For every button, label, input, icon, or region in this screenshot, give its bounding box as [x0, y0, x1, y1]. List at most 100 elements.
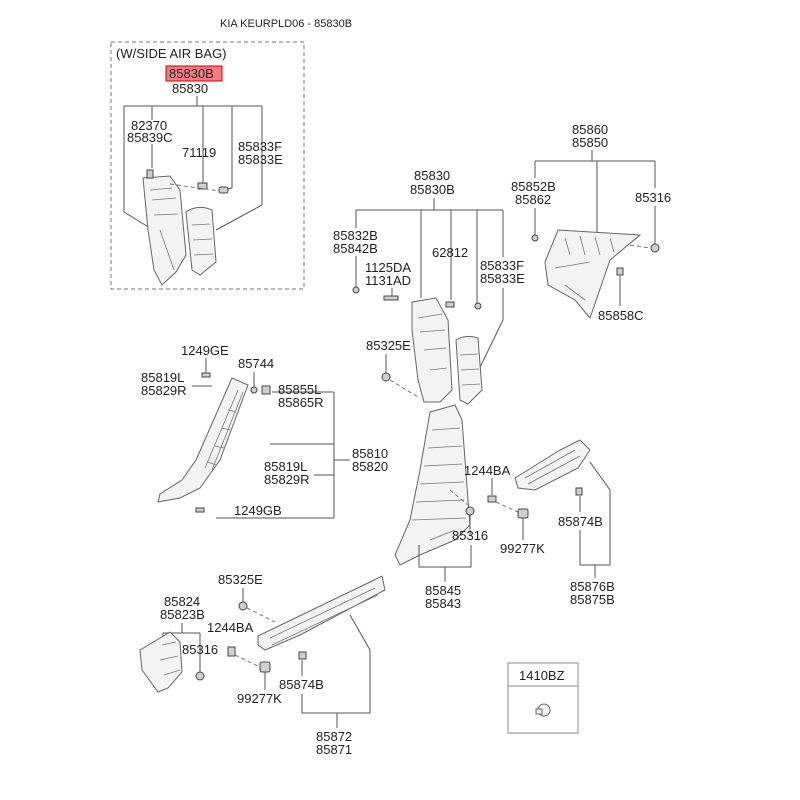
rear-scuff-leaders	[579, 461, 611, 578]
part-label-85829R-top[interactable]: 85829R	[141, 383, 187, 398]
legend-part-number[interactable]: 1410BZ	[519, 668, 565, 683]
part-label-1244BA-front[interactable]: 1244BA	[207, 620, 254, 635]
part-label-85832B[interactable]: 85832B	[333, 228, 378, 243]
front-corner-leaders	[162, 623, 201, 672]
part-label-85865R[interactable]: 85865R	[278, 395, 324, 410]
rear-scuff-group: 85874B 85876B 85875B	[514, 439, 615, 607]
part-label-85325E-center[interactable]: 85325E	[366, 338, 411, 353]
b-pillar-upper-trim-inset[interactable]	[142, 175, 187, 286]
part-label-85824[interactable]: 85824	[164, 594, 200, 609]
clip-icon-85316-lower	[465, 506, 475, 516]
part-label-71119[interactable]: 71119	[182, 145, 216, 160]
part-label-85833E-center[interactable]: 85833E	[480, 271, 525, 286]
b-pillar-lower-trim[interactable]	[394, 404, 471, 566]
assembly-85830B[interactable]: 85830B	[410, 182, 455, 197]
part-label-1249GE[interactable]: 1249GE	[181, 343, 229, 358]
dash-1244BA-front	[234, 654, 259, 667]
seatbelt-cover-inset[interactable]	[185, 206, 217, 276]
part-label-82370[interactable]: 82370	[131, 118, 167, 133]
part-label-99277K[interactable]: 99277K	[500, 541, 545, 556]
clip-icon-82370	[146, 169, 154, 179]
assembly-85872[interactable]: 85872	[316, 729, 352, 744]
front-scuff-leaders	[301, 614, 371, 728]
rear-door-scuff-plate[interactable]	[514, 439, 591, 491]
assembly-85876B[interactable]: 85876B	[570, 579, 615, 594]
part-label-85839C[interactable]: 85839C	[127, 130, 173, 145]
inset-leader-lines	[123, 96, 263, 231]
fastener-legend-box: 1410BZ	[507, 662, 579, 734]
inset-side-airbag: (W/SIDE AIR BAG) 85830B 85830 82370 8583…	[110, 41, 305, 290]
screw-icon-1244BA-front	[227, 646, 236, 657]
clip-icon-85316	[650, 243, 660, 253]
legend-box-border	[507, 662, 579, 734]
part-label-85325E-front[interactable]: 85325E	[218, 572, 263, 587]
seatbelt-cover[interactable]	[455, 335, 483, 405]
part-label-62812[interactable]: 62812	[432, 245, 468, 260]
front-scuff-ribs	[269, 587, 379, 646]
part-label-85833F-center[interactable]: 85833F	[480, 258, 524, 273]
part-label-85852B[interactable]: 85852B	[511, 179, 556, 194]
front-door-scuff-plate[interactable]	[257, 575, 386, 651]
dash-85325E-front	[246, 607, 276, 623]
part-label-85874B-rear[interactable]: 85874B	[558, 514, 603, 529]
rear-trim-leaders	[534, 150, 656, 232]
clip-icon-85325E	[381, 372, 391, 382]
part-label-85862[interactable]: 85862	[515, 192, 551, 207]
assembly-85820[interactable]: 85820	[352, 459, 388, 474]
part-label-85744[interactable]: 85744	[238, 356, 274, 371]
rear-trim-ribs	[554, 235, 615, 301]
front-corner-trim[interactable]	[139, 631, 183, 693]
assembly-85860[interactable]: 85860	[572, 122, 608, 137]
scuff-ribs	[524, 449, 581, 485]
lower-pillar-group: 85316 1244BA 99277K 85845 85843	[394, 404, 545, 611]
assembly-85810[interactable]: 85810	[352, 446, 388, 461]
part-label-1244BA[interactable]: 1244BA	[464, 463, 511, 478]
part-label-85842B[interactable]: 85842B	[333, 241, 378, 256]
part-label-99277K-front[interactable]: 99277K	[237, 691, 282, 706]
highlighted-part-number[interactable]: 85830B	[169, 66, 214, 81]
part-label-85823B[interactable]: 85823B	[160, 607, 205, 622]
part-label-85316-front[interactable]: 85316	[182, 642, 218, 657]
a-pillar-trim[interactable]	[157, 377, 249, 503]
front-scuff-group: 85325E 85824 85823B 1244BA 85316 99277K …	[139, 572, 386, 757]
part-label-85833F[interactable]: 85833F	[238, 139, 282, 154]
center-pillar-group: 85830 85830B 85832B 85842B 1125DA 1131AD…	[333, 168, 525, 405]
part-label-85874B-front[interactable]: 85874B	[279, 677, 324, 692]
inset-assembly-number[interactable]: 85830	[172, 81, 208, 96]
part-label-85855L[interactable]: 85855L	[278, 382, 321, 397]
part-label-85819L-mid[interactable]: 85819L	[264, 459, 307, 474]
inset-dashed-border	[110, 41, 305, 290]
clip-icon-85744	[250, 386, 258, 394]
b-pillar-upper-trim[interactable]	[411, 297, 453, 403]
clip-icon-85855L	[261, 385, 271, 395]
assembly-85830[interactable]: 85830	[414, 168, 450, 183]
assembly-85845[interactable]: 85845	[425, 583, 461, 598]
screw-icon-1125DA	[383, 295, 399, 301]
screw-icon-1249GE	[201, 372, 211, 378]
part-label-85819L-top[interactable]: 85819L	[141, 370, 184, 385]
front-pillar-leaders	[216, 391, 350, 519]
part-label-1249GB[interactable]: 1249GB	[234, 503, 282, 518]
rear-quarter-trim[interactable]	[544, 229, 642, 320]
assembly-85875B[interactable]: 85875B	[570, 592, 615, 607]
lower-pillar-ribs	[411, 427, 467, 541]
diagram-title: KIA KEURPLD06 - 85830B	[220, 18, 352, 30]
part-label-85833E[interactable]: 85833E	[238, 152, 283, 167]
inset-caption: (W/SIDE AIR BAG)	[116, 46, 227, 61]
trim-ribs	[149, 187, 179, 271]
highlight-box[interactable]	[165, 65, 223, 82]
part-label-1125DA[interactable]: 1125DA	[365, 260, 411, 275]
front-pillar-group: 1249GE 85744 85819L 85829R 85855L 85865R…	[141, 343, 388, 519]
part-label-85829R-mid[interactable]: 85829R	[264, 472, 310, 487]
clip-icon-99277K-front	[259, 661, 271, 673]
rear-trim-group: 85860 85850 85852B 85862 85316 85858C	[511, 122, 671, 323]
assembly-85871[interactable]: 85871	[316, 742, 352, 757]
part-label-85316-rear[interactable]: 85316	[635, 190, 671, 205]
part-label-1131AD[interactable]: 1131AD	[365, 273, 411, 288]
assembly-85850[interactable]: 85850	[572, 135, 608, 150]
center-leader-lines	[355, 198, 504, 303]
part-label-85316-lower[interactable]: 85316	[452, 528, 488, 543]
part-label-85858C[interactable]: 85858C	[598, 308, 644, 323]
assembly-85843[interactable]: 85843	[425, 596, 461, 611]
clip-icon-85325E-front	[238, 601, 248, 611]
